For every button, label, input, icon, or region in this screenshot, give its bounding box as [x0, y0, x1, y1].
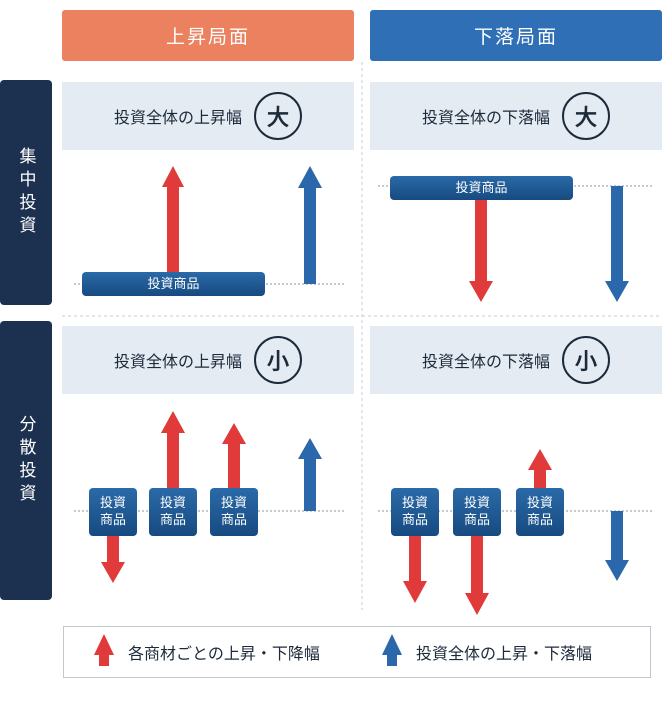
- badge-large: 大: [254, 92, 302, 140]
- blue-arrow-down: [605, 511, 629, 581]
- product-box: 投資商品: [149, 488, 197, 536]
- red-arrow-up: [161, 411, 185, 488]
- legend: 各商材ごとの上昇・下降幅 投資全体の上昇・下落幅: [63, 626, 651, 678]
- product-box: 投資商品: [516, 488, 564, 536]
- product-box: 投資商品: [453, 488, 501, 536]
- badge-small: 小: [254, 336, 302, 384]
- legend-blue-arrow-icon: [382, 634, 402, 666]
- red-arrow-down: [469, 198, 493, 302]
- band-text: 投資全体の下落幅: [421, 108, 550, 127]
- product-box: 投資商品: [89, 488, 137, 536]
- band-up-small: 投資全体の上昇幅 小: [62, 326, 354, 394]
- band-up-large: 投資全体の上昇幅 大: [62, 82, 354, 150]
- red-arrow-down: [465, 536, 489, 615]
- red-arrow-down: [101, 536, 125, 583]
- badge-small: 小: [562, 336, 610, 384]
- product-box: 投資商品: [390, 176, 573, 200]
- red-arrow-up: [222, 423, 246, 488]
- row-header-diversified: 分散投資: [0, 321, 52, 600]
- blue-arrow-up: [298, 438, 322, 511]
- blue-arrow-down: [605, 186, 629, 302]
- band-down-small: 投資全体の下落幅 小: [370, 326, 662, 394]
- red-arrow-up: [162, 166, 184, 272]
- band-text: 投資全体の上昇幅: [113, 352, 242, 371]
- red-arrow-down: [403, 536, 427, 603]
- band-text: 投資全体の上昇幅: [113, 108, 242, 127]
- product-box: 投資商品: [391, 488, 439, 536]
- legend-red-arrow-icon: [94, 634, 114, 666]
- product-box: 投資商品: [210, 488, 258, 536]
- band-down-large: 投資全体の下落幅 大: [370, 82, 662, 150]
- legend-red-label: 各商材ごとの上昇・下降幅: [128, 644, 320, 663]
- product-box: 投資商品: [82, 272, 265, 296]
- red-arrow-up: [528, 449, 552, 488]
- column-header-down: 下落局面: [370, 10, 662, 61]
- badge-large: 大: [562, 92, 610, 140]
- row-header-concentrated: 集中投資: [0, 80, 52, 305]
- column-header-up: 上昇局面: [62, 10, 354, 61]
- blue-arrow-up: [298, 166, 322, 284]
- legend-blue-label: 投資全体の上昇・下落幅: [416, 644, 593, 663]
- band-text: 投資全体の下落幅: [421, 352, 550, 371]
